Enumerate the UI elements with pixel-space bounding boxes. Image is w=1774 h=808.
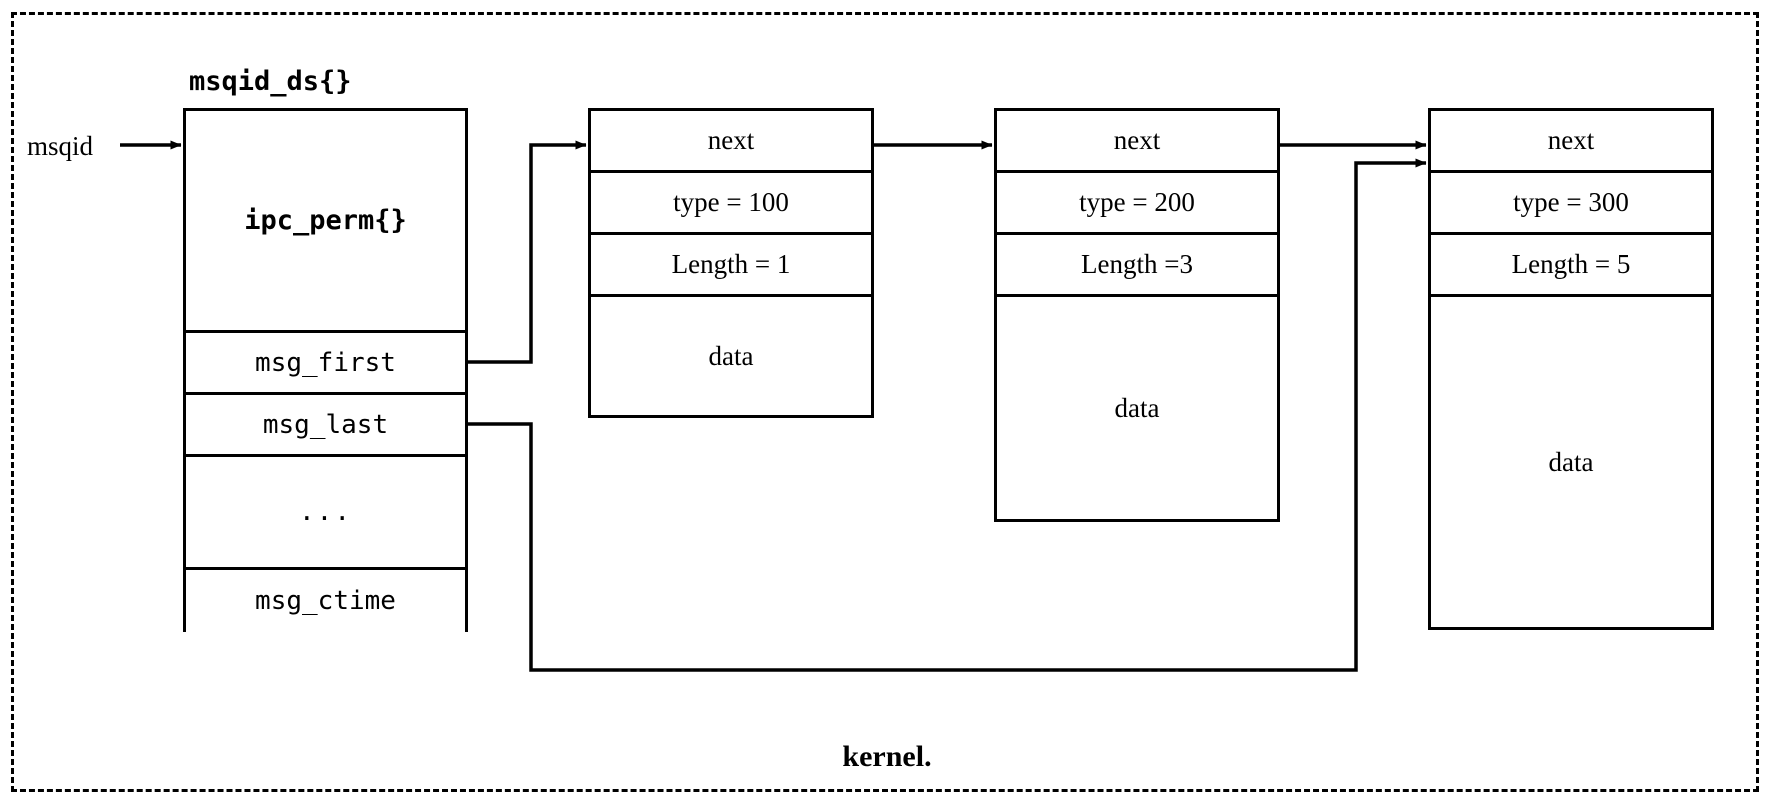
kernel-boundary [11, 12, 1759, 792]
message-0-data-row: data [591, 297, 871, 415]
message-0-length-row: Length = 1 [591, 235, 871, 297]
message-2-next-row: next [1431, 111, 1711, 173]
message-2-data-row: data [1431, 297, 1711, 627]
message-box-0: next type = 100 Length = 1 data [588, 108, 874, 418]
msqid-ds-title: msqid_ds{} [189, 66, 352, 97]
message-0-type-row: type = 100 [591, 173, 871, 235]
msqid-ds-row-ellipsis: ... [186, 457, 465, 570]
message-2-length-row: Length = 5 [1431, 235, 1711, 297]
message-2-type-row: type = 300 [1431, 173, 1711, 235]
msqid-ds-row-ipc-perm: ipc_perm{} [186, 111, 465, 333]
msqid-ds-row-msg-ctime: msg_ctime [186, 570, 465, 632]
msqid-entry-label: msqid [27, 131, 94, 161]
message-1-type-row: type = 200 [997, 173, 1277, 235]
message-1-data-row: data [997, 297, 1277, 519]
message-box-2: next type = 300 Length = 5 data [1428, 108, 1714, 630]
message-1-next-row: next [997, 111, 1277, 173]
message-box-1: next type = 200 Length =3 data [994, 108, 1280, 522]
kernel-caption: kernel. [842, 740, 932, 773]
message-1-length-row: Length =3 [997, 235, 1277, 297]
msqid-ds-box: ipc_perm{} msg_first msg_last ... msg_ct… [183, 108, 468, 632]
message-0-next-row: next [591, 111, 871, 173]
msqid-ds-row-msg-last: msg_last [186, 395, 465, 457]
msqid-ds-row-msg-first: msg_first [186, 333, 465, 395]
